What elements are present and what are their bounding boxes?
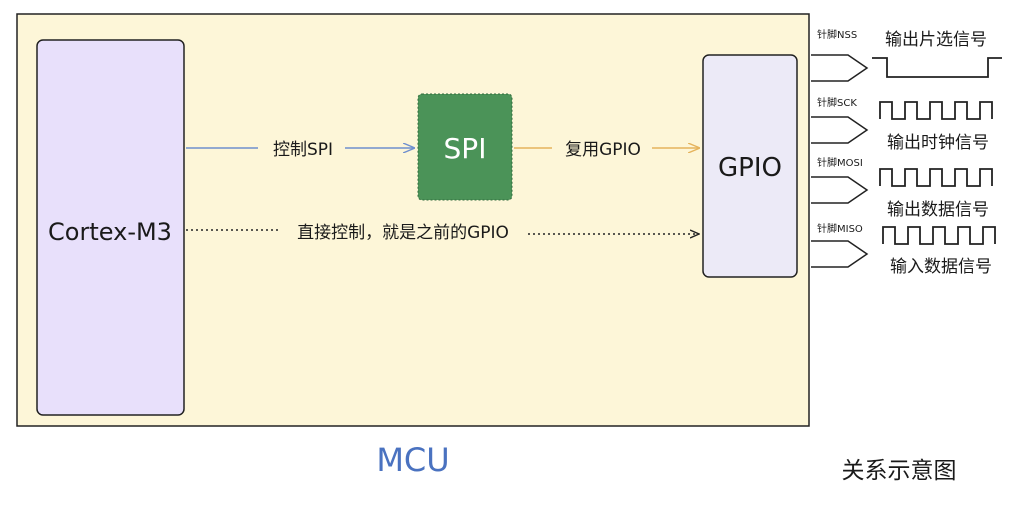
pin-nss-connector <box>811 54 869 82</box>
cortex-m3-block <box>36 39 185 416</box>
pin-sck-label: 针脚SCK <box>817 96 857 109</box>
pin-nss: 针脚NSS 输出片选信号 <box>811 28 1002 82</box>
pin-nss-signal-label: 输出片选信号 <box>885 30 987 50</box>
diagram-caption: 关系示意图 <box>842 458 957 484</box>
pin-nss-label: 针脚NSS <box>817 28 857 41</box>
pin-sck-signal-label: 输出时钟信号 <box>887 133 989 153</box>
pin-mosi-signal-label: 输出数据信号 <box>887 200 989 220</box>
cortex-m3-label: Cortex-M3 <box>48 218 172 246</box>
pin-miso-label: 针脚MISO <box>817 222 863 235</box>
pin-mosi-label: 针脚MOSI <box>817 156 863 169</box>
arrow-cortex-to-spi-label: 控制SPI <box>273 140 333 160</box>
pin-sck: 针脚SCK 输出时钟信号 <box>811 96 993 153</box>
mcu-label: MCU <box>376 441 449 479</box>
pin-nss-waveform <box>872 57 1002 78</box>
pin-mosi-connector <box>811 176 869 204</box>
pin-miso: 针脚MISO 输入数据信号 <box>811 222 996 277</box>
spi-block <box>417 93 513 201</box>
pin-miso-connector <box>811 240 869 268</box>
pin-miso-waveform <box>882 226 996 245</box>
pin-sck-waveform <box>879 101 993 120</box>
gpio-block <box>702 54 798 278</box>
pin-sck-connector <box>811 116 869 144</box>
arrow-cortex-to-gpio-label: 直接控制，就是之前的GPIO <box>297 223 509 243</box>
pin-miso-signal-label: 输入数据信号 <box>890 257 992 277</box>
spi-label: SPI <box>444 132 487 165</box>
pin-mosi: 针脚MOSI 输出数据信号 <box>811 156 993 220</box>
arrow-spi-to-gpio-label: 复用GPIO <box>565 140 641 160</box>
pin-mosi-waveform <box>879 168 993 187</box>
gpio-label: GPIO <box>718 153 782 183</box>
